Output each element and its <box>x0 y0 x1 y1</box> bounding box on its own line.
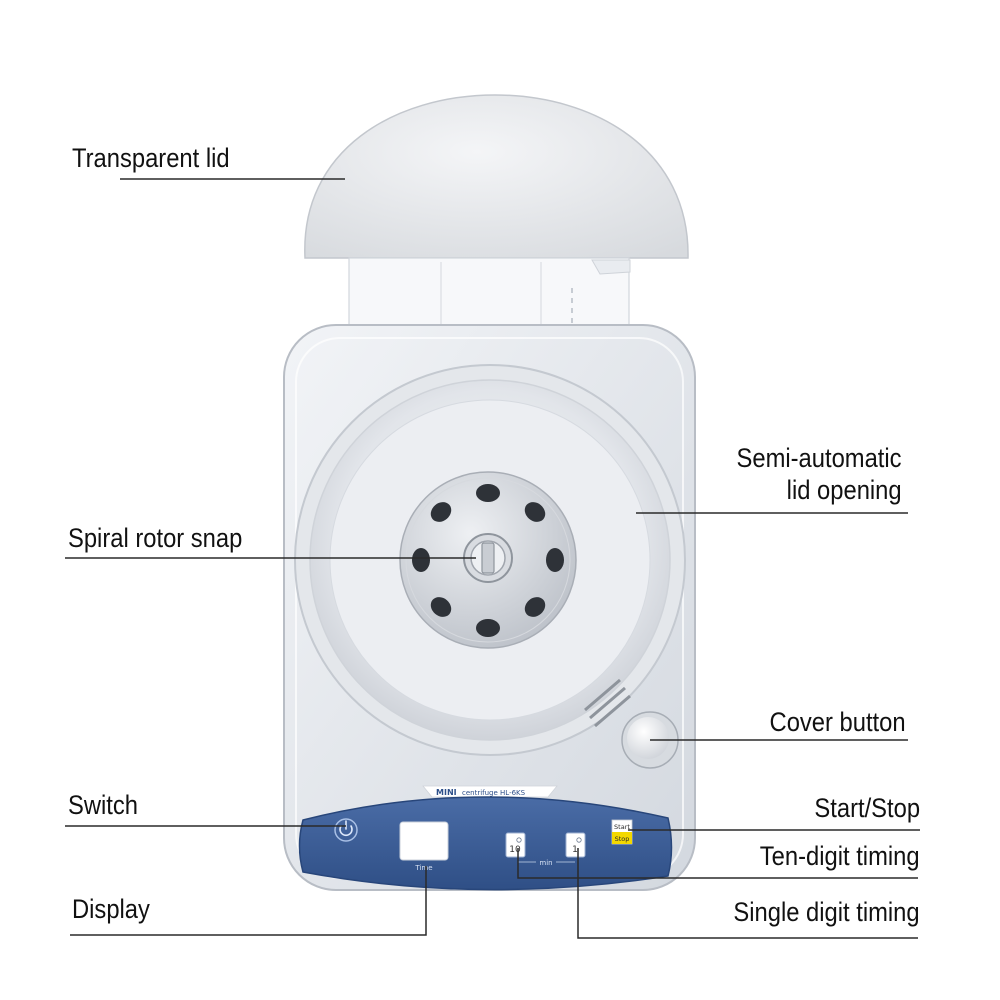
single-digit-key[interactable]: 1 <box>565 832 586 858</box>
stop-label: Stop <box>615 835 630 843</box>
label-display: Display <box>72 894 150 924</box>
power-switch[interactable] <box>334 818 358 842</box>
model-strip <box>422 785 558 798</box>
label-transparent-lid: Transparent lid <box>72 143 230 173</box>
leader-single-digit <box>577 848 918 939</box>
power-icon <box>339 820 353 837</box>
ten-key-label: 10 <box>509 845 521 855</box>
label-single-digit-timing: Single digit timing <box>733 897 920 927</box>
spiral-rotor-snap <box>463 533 513 583</box>
leader-ten-digit <box>517 848 918 879</box>
model-text: centrifuge HL-6KS <box>462 789 526 797</box>
start-stop-key[interactable]: Start Stop <box>611 819 633 845</box>
min-label: min <box>539 859 552 867</box>
start-label: Start <box>614 823 630 831</box>
leader-display <box>70 866 427 936</box>
time-display <box>399 821 449 861</box>
control-panel: Time 10 1 min Start Stop <box>298 796 673 891</box>
label-spiral-rotor-snap: Spiral rotor snap <box>68 523 243 553</box>
ten-digit-key[interactable]: 10 <box>505 832 526 858</box>
ten-key-dot-icon <box>516 837 522 843</box>
single-key-label: 1 <box>572 845 578 855</box>
rotor <box>399 471 577 649</box>
lid-opening-mechanism <box>584 678 631 728</box>
leader-lines <box>65 178 920 939</box>
label-ten-digit-timing: Ten-digit timing <box>760 841 920 871</box>
label-cover-button: Cover button <box>769 707 906 737</box>
label-switch: Switch <box>68 790 138 820</box>
label-start-stop: Start/Stop <box>814 793 920 823</box>
transparent-lid <box>304 94 689 354</box>
display-caption: Time <box>414 864 432 872</box>
single-key-dot-icon <box>576 837 582 843</box>
label-lid-opening: lid opening <box>787 475 902 505</box>
label-semi-automatic: Semi-automatic <box>736 443 902 473</box>
brand-mini-text: MINI <box>436 788 457 797</box>
